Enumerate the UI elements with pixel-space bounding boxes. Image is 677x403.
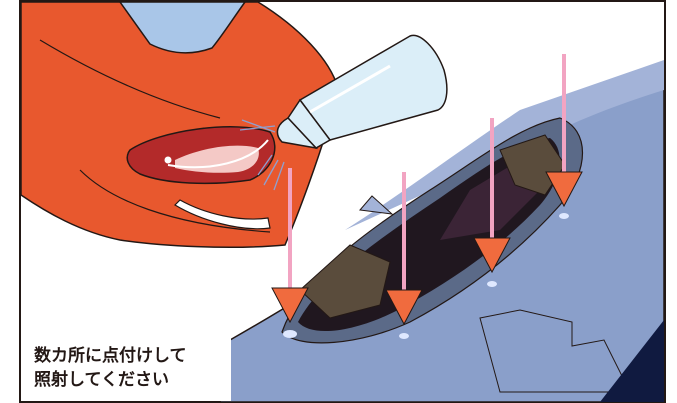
tail-lamp-highlight: [175, 145, 259, 173]
application-point-arrow-icon: [473, 118, 511, 274]
rear-window: [118, 1, 247, 54]
caption-line-2: 照射してください: [34, 370, 169, 390]
car-rear-illustration: [20, 1, 339, 249]
caption-backdrop: [21, 336, 231, 401]
application-point-arrows: [271, 54, 583, 326]
application-point-2: [399, 333, 409, 339]
bumper-reflector: [174, 199, 271, 230]
uv-glue-bottle-icon: [276, 34, 448, 150]
application-point-1: [283, 330, 297, 338]
application-point-3: [487, 281, 497, 287]
instruction-caption: 数カ所に点付けして 照射してください: [34, 344, 187, 392]
projector-lens: [299, 244, 391, 319]
application-point-arrow-icon: [545, 54, 583, 208]
application-point-arrow-icon: [385, 172, 423, 326]
application-point-arrow-icon: [271, 168, 309, 324]
uv-light-rays: [239, 119, 285, 191]
application-point-4: [559, 213, 569, 219]
caption-line-1: 数カ所に点付けして: [34, 346, 187, 366]
